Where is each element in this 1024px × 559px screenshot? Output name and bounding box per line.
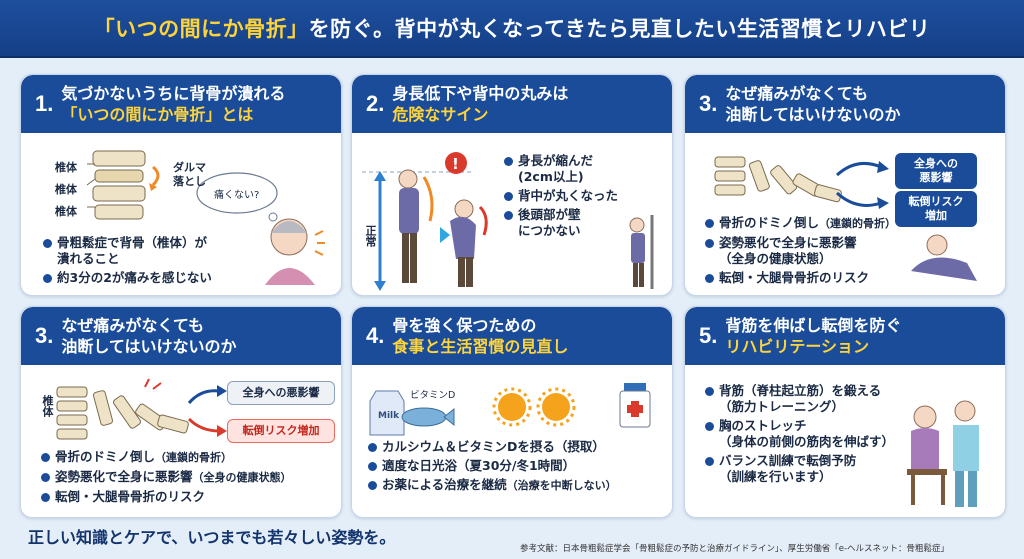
card-3-bottom-bullets: 骨折のドミノ倒し（連鎖的骨折） 姿勢悪化で全身に悪影響（全身の健康状態） 転倒・… <box>41 449 292 508</box>
list-item: 骨折のドミノ倒し（連鎖的骨折） <box>41 449 292 466</box>
title-banner: 「いつの間にか骨折」を防ぐ。背中が丸くなってきたら見直したい生活習慣とリハビリ <box>0 0 1024 58</box>
card-3-top-number: 3. <box>699 91 718 116</box>
list-item: お薬による治療を継続（治療を中断しない） <box>368 477 617 494</box>
card-3-top-bullets: 骨折のドミノ倒し（連鎖的骨折） 姿勢悪化で全身に悪影響（全身の健康状態） 転倒・… <box>705 215 896 289</box>
fall-risk-badge: 転倒リスク増加 <box>227 419 335 443</box>
thought-bubble: 痛くない? <box>214 190 260 201</box>
vertebra-label: 椎体 <box>41 395 54 417</box>
card-3-bottom-heading-line1: なぜ痛みがなくても <box>61 316 205 335</box>
card-4-heading-line2: 食事と生活習慣の見直し <box>392 337 569 356</box>
card-3-bottom: 3. なぜ痛みがなくても 油断してはいけないのか 椎体 全身への悪影響 転倒リス… <box>20 306 342 518</box>
daruma-callout: ダルマ 落とし <box>173 161 206 188</box>
card-4: 4. 骨を強く保つための 食事と生活習慣の見直し Milk ビタミンD カルシウ… <box>351 306 673 518</box>
card-4-heading-line1: 骨を強く保つための <box>392 316 537 335</box>
systemic-effect-badge: 全身への悪影響 <box>227 381 335 405</box>
list-item: 姿勢悪化で全身に悪影響（全身の健康状態） <box>705 235 896 267</box>
systemic-effect-badge: 全身への 悪影響 <box>895 153 977 189</box>
domino-illustration <box>714 156 977 281</box>
list-item: カルシウム＆ビタミンDを摂る（摂取） <box>368 439 617 455</box>
list-item: 身長が縮んだ(2cm以上) <box>504 153 618 185</box>
card-4-number: 4. <box>366 323 385 348</box>
card-2-header: 2. 身長低下や背中の丸みは 危険なサイン <box>352 75 672 133</box>
card-4-header: 4. 骨を強く保つための 食事と生活習慣の見直し <box>352 307 672 365</box>
card-1: 1. 気づかないうちに背骨が潰れる 「いつの間にか骨折」とは 椎体 椎体 椎体 … <box>20 74 342 296</box>
title-rest: を防ぐ。背中が丸くなってきたら見直したい生活習慣とリハビリ <box>308 17 931 41</box>
card-1-heading-line1: 気づかないうちに背骨が潰れる <box>61 84 286 103</box>
card-3-bottom-number: 3. <box>35 323 54 348</box>
card-3-top-header: 3. なぜ痛みがなくても 油断してはいけないのか <box>685 75 1005 133</box>
card-5-bullets: 背筋（脊柱起立筋）を鍛える（筋力トレーニング） 胸のストレッチ（身体の前側の筋肉… <box>705 383 894 488</box>
milk-label: Milk <box>378 411 400 421</box>
list-item: バランス訓練で転倒予防（訓練を行います） <box>705 453 894 485</box>
footer-reference: 参考文献：日本骨粗鬆症学会「骨粗鬆症の予防と治療ガイドライン」、厚生労働省「e-… <box>520 544 950 554</box>
vitamin-d-label: ビタミンD <box>410 390 456 401</box>
card-5-heading-line2: リハビリテーション <box>725 337 870 356</box>
title-highlight: 「いつの間にか骨折」 <box>93 17 309 41</box>
list-item: 胸のストレッチ（身体の前側の筋肉を伸ばす） <box>705 418 894 450</box>
sun-icon <box>536 387 576 427</box>
list-item: 背筋（脊柱起立筋）を鍛える（筋力トレーニング） <box>705 383 894 415</box>
card-3-top-heading-line2: 油断してはいけないのか <box>725 105 901 124</box>
card-3-bottom-heading-line2: 油断してはいけないのか <box>61 337 237 356</box>
spine-illustration <box>86 150 325 285</box>
list-item: 骨折のドミノ倒し（連鎖的骨折） <box>705 215 896 232</box>
list-item: 背中が丸くなった <box>504 188 618 204</box>
fall-risk-badge: 転倒リスク 増加 <box>895 191 977 227</box>
sun-icon <box>492 387 532 427</box>
vertebra-label-3: 椎体 <box>55 205 77 218</box>
list-item: 転倒・大腿骨骨折のリスク <box>41 489 292 505</box>
svg-text:!: ! <box>452 155 459 173</box>
card-5-heading-line1: 背筋を伸ばし転倒を防ぐ <box>725 316 902 335</box>
card-5-header: 5. 背筋を伸ばし転倒を防ぐ リハビリテーション <box>685 307 1005 365</box>
card-1-header: 1. 気づかないうちに背骨が潰れる 「いつの間にか骨折」とは <box>21 75 341 133</box>
list-item: 骨粗鬆症で背骨（椎体）が潰れること <box>43 235 212 267</box>
list-item: 転倒・大腿骨骨折のリスク <box>705 270 896 286</box>
rehab-illustration <box>907 400 979 507</box>
medicine-bottle-icon <box>619 383 651 428</box>
vertebra-label-2: 椎体 <box>55 183 77 196</box>
posture-illustration: ! <box>362 152 654 291</box>
normal-label: 正常 <box>364 225 377 247</box>
card-2-number: 2. <box>366 91 385 116</box>
page-title: 「いつの間にか骨折」を防ぐ。背中が丸くなってきたら見直したい生活習慣とリハビリ <box>94 13 931 43</box>
list-item: 約3分の2が痛みを感じない <box>43 270 212 286</box>
card-2-heading-line1: 身長低下や背中の丸みは <box>392 84 569 103</box>
card-3-top-heading-line1: なぜ痛みがなくても <box>725 84 869 103</box>
list-item: 後頭部が壁につかない <box>504 207 618 239</box>
list-item: 姿勢悪化で全身に悪影響（全身の健康状態） <box>41 469 292 486</box>
card-1-heading-line2: 「いつの間にか骨折」とは <box>61 105 254 124</box>
card-2-heading-line2: 危険なサイン <box>392 105 489 124</box>
nutrition-illustration <box>369 383 651 436</box>
card-1-number: 1. <box>35 91 54 116</box>
card-5: 5. 背筋を伸ばし転倒を防ぐ リハビリテーション 背筋（脊柱起立筋）を鍛える（筋… <box>684 306 1006 518</box>
card-4-bullets: カルシウム＆ビタミンDを摂る（摂取） 適度な日光浴（夏30分/冬1時間） お薬に… <box>368 439 617 497</box>
list-item: 適度な日光浴（夏30分/冬1時間） <box>368 458 617 474</box>
card-1-bullets: 骨粗鬆症で背骨（椎体）が潰れること 約3分の2が痛みを感じない <box>43 235 212 289</box>
card-2-bullets: 身長が縮んだ(2cm以上) 背中が丸くなった 後頭部が壁につかない <box>504 153 618 242</box>
footer-tagline: 正しい知識とケアで、いつまでも若々しい姿勢を。 <box>28 528 396 547</box>
vertebra-label-1: 椎体 <box>55 161 77 174</box>
card-3-top: 3. なぜ痛みがなくても 油断してはいけないのか 全身への 悪影響 転倒リスク … <box>684 74 1006 296</box>
card-2: 2. 身長低下や背中の丸みは 危険なサイン ! 正常 身長が縮んだ(2cm以上)… <box>351 74 673 296</box>
domino-illustration <box>56 378 227 440</box>
card-3-bottom-header: 3. なぜ痛みがなくても 油断してはいけないのか <box>21 307 341 365</box>
card-5-number: 5. <box>699 323 718 348</box>
